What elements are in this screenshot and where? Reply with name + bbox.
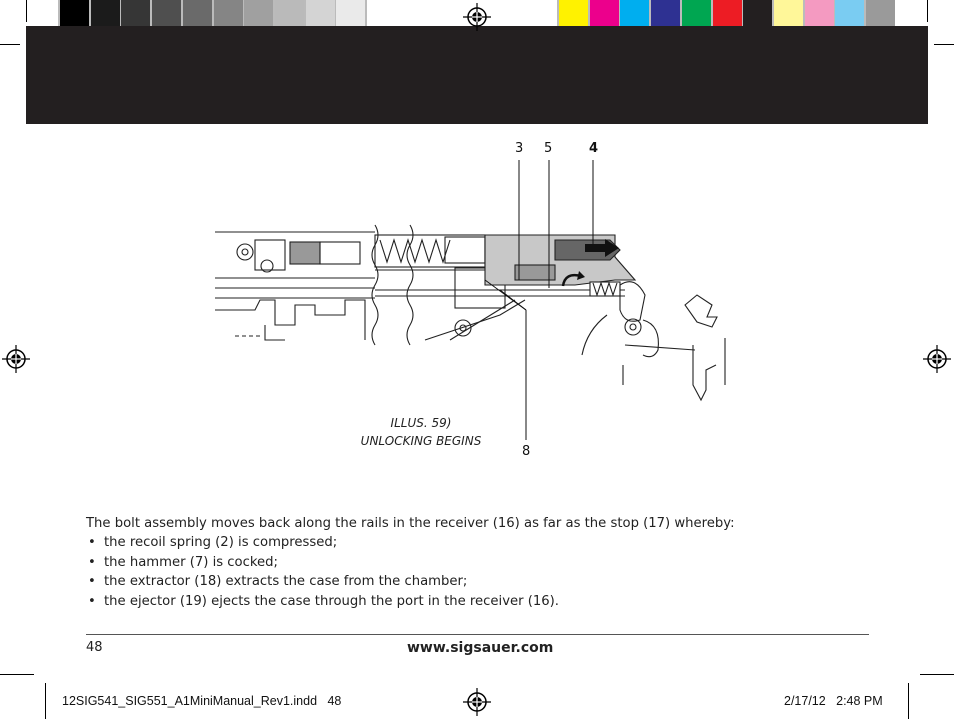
crop-mark — [45, 683, 46, 719]
list-item: the extractor (18) extracts the case fro… — [86, 572, 866, 592]
color-swatch — [152, 0, 182, 31]
color-swatch — [835, 0, 865, 31]
grayscale-color-bar — [58, 0, 396, 32]
header-band — [26, 26, 928, 124]
color-swatch — [743, 0, 773, 31]
bullet-list: the recoil spring (2) is compressed; the… — [86, 533, 866, 611]
color-swatch — [651, 0, 681, 31]
curved-arrow-icon — [559, 268, 585, 298]
crop-mark — [934, 44, 954, 45]
callout-8: 8 — [522, 444, 531, 459]
color-swatch — [367, 0, 396, 31]
slug-timestamp: 2/17/12 2:48 PM — [784, 694, 883, 708]
footer-rule — [86, 634, 869, 635]
page-number: 48 — [86, 640, 103, 655]
color-swatch — [244, 0, 274, 31]
color-swatch — [620, 0, 650, 31]
registration-mark-icon — [923, 345, 951, 373]
color-swatch — [274, 0, 304, 31]
color-swatch — [336, 0, 366, 31]
figure-caption-label: ILLUS. 59) — [390, 416, 452, 430]
registration-mark-icon — [463, 3, 491, 31]
color-swatch — [866, 0, 895, 31]
color-swatch — [182, 0, 212, 31]
registration-mark-icon — [463, 688, 491, 716]
slug-filename: 12SIG541_SIG551_A1MiniManual_Rev1.indd 4… — [62, 694, 342, 708]
color-swatch — [213, 0, 243, 31]
color-swatch — [305, 0, 335, 31]
list-item: the recoil spring (2) is compressed; — [86, 533, 866, 553]
bolt-mechanism-drawing — [215, 160, 726, 440]
registration-mark-icon — [2, 345, 30, 373]
crop-mark — [26, 0, 27, 22]
callout-3: 3 — [515, 141, 524, 156]
figure-caption-title: UNLOCKING BEGINS — [360, 434, 482, 448]
crop-mark — [920, 674, 954, 675]
color-swatch — [121, 0, 151, 31]
body-text: The bolt assembly moves back along the r… — [86, 514, 866, 611]
color-swatch — [681, 0, 711, 31]
list-item: the ejector (19) ejects the case through… — [86, 592, 866, 612]
intro-paragraph: The bolt assembly moves back along the r… — [86, 516, 735, 531]
list-item: the hammer (7) is cocked; — [86, 553, 866, 573]
color-swatch — [60, 0, 89, 31]
color-swatch — [90, 0, 120, 31]
crop-mark — [0, 44, 20, 45]
website-url: www.sigsauer.com — [407, 640, 554, 656]
callout-5: 5 — [544, 141, 553, 156]
technical-illustration: 3 5 4 8 — [215, 140, 745, 462]
color-swatch — [804, 0, 834, 31]
crop-mark — [927, 0, 928, 22]
color-swatch — [773, 0, 803, 31]
arrow-right-icon — [583, 238, 621, 262]
color-swatch — [559, 0, 588, 31]
color-swatch — [712, 0, 742, 31]
crop-mark — [908, 683, 909, 719]
color-swatch — [589, 0, 619, 31]
crop-mark — [0, 674, 34, 675]
callout-4: 4 — [589, 141, 599, 156]
